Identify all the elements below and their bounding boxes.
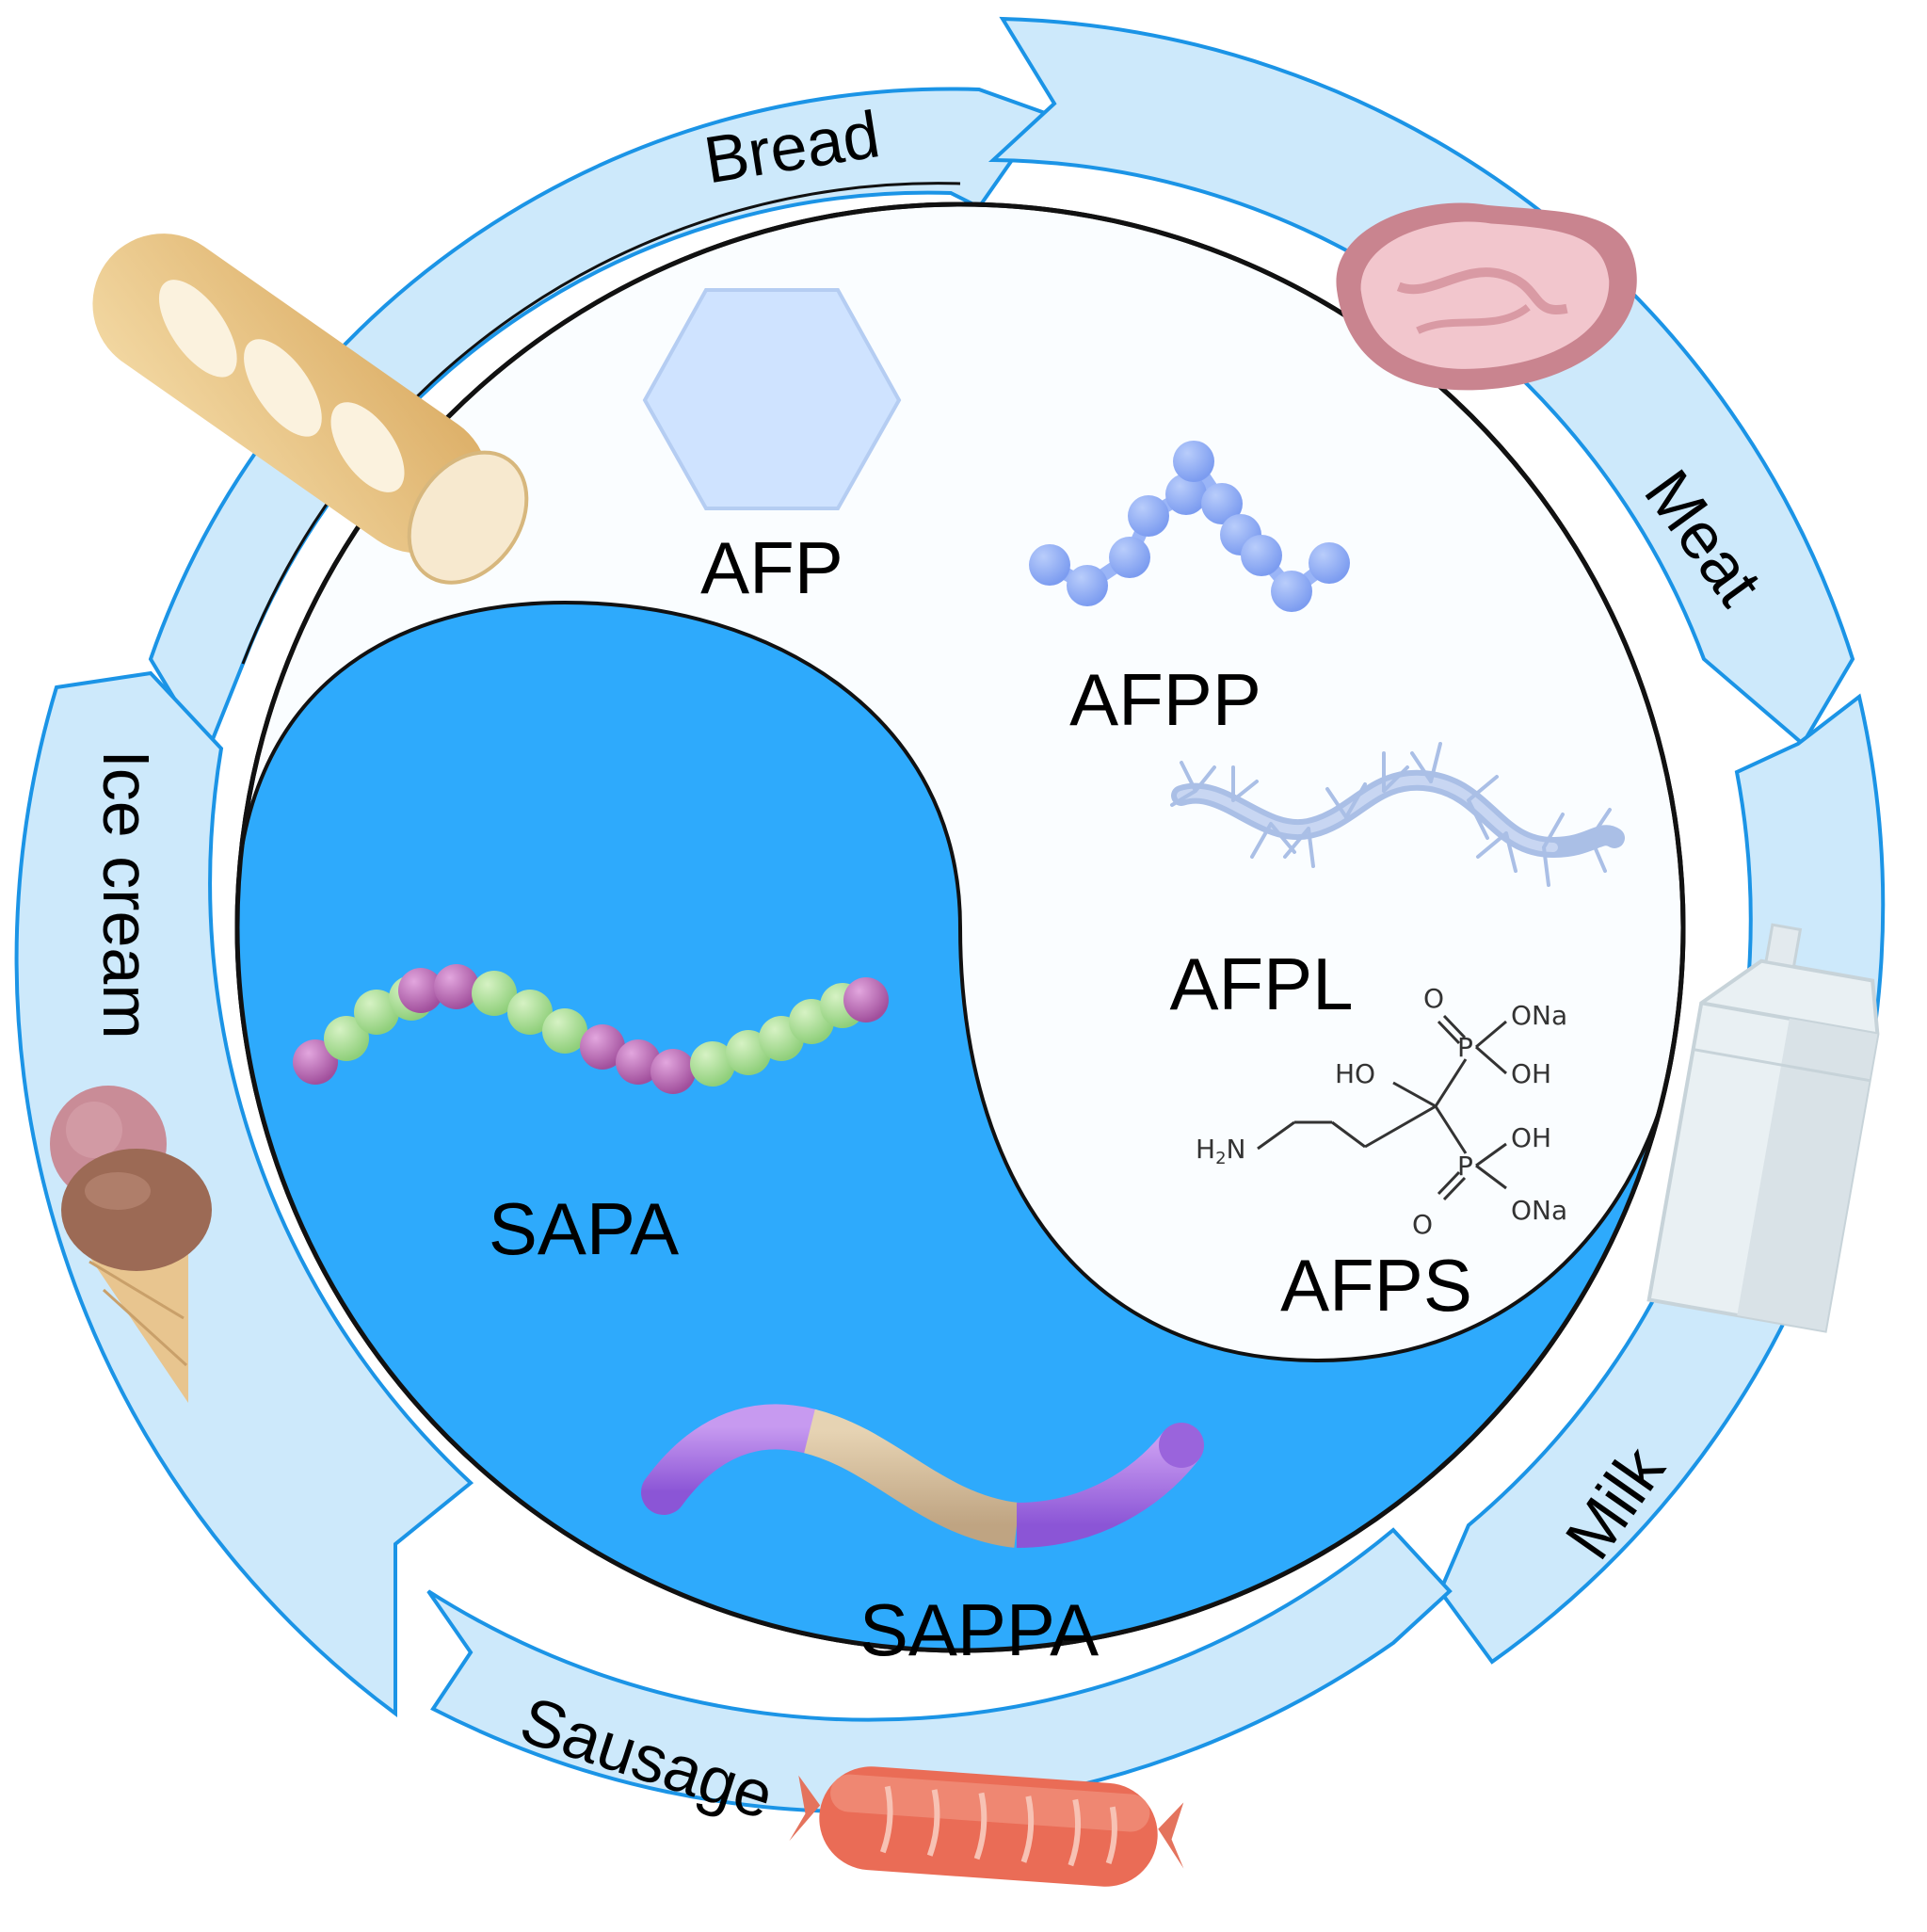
milk-carton-icon bbox=[1646, 923, 1880, 1333]
ring-segment-meat bbox=[988, 16, 1855, 748]
baguette-icon bbox=[92, 233, 529, 585]
chem-oh-bottom: OH bbox=[1511, 1122, 1551, 1153]
chem-ho: HO bbox=[1335, 1058, 1375, 1089]
block-copolymer-icon bbox=[641, 1404, 1204, 1548]
chem-ona-top: ONa bbox=[1511, 1000, 1567, 1031]
compound-label-afps: AFPS bbox=[1280, 1244, 1472, 1327]
chem-o-bottom: O bbox=[1412, 1209, 1433, 1240]
compound-label-afp: AFP bbox=[700, 526, 843, 609]
chem-p-bottom: P bbox=[1457, 1151, 1473, 1182]
compound-label-afpp: AFPP bbox=[1069, 658, 1261, 741]
yin-yang-blue-region bbox=[237, 603, 1683, 1650]
hexagon-icon bbox=[642, 288, 902, 510]
bead-chain-icon bbox=[293, 964, 889, 1094]
chem-h2n: H2N bbox=[1196, 1134, 1245, 1168]
peptide-chain-icon bbox=[1029, 441, 1350, 612]
chem-o-top: O bbox=[1423, 983, 1444, 1014]
chemical-structure-icon: O ONa P HO OH OH P ONa O H2N bbox=[1196, 983, 1567, 1240]
chem-p-top: P bbox=[1457, 1032, 1473, 1063]
ring-segment-ice-cream bbox=[14, 670, 474, 1717]
compound-label-sappa: SAPPA bbox=[859, 1588, 1099, 1671]
chem-ona-bottom: ONa bbox=[1511, 1195, 1567, 1226]
ring-label-ice-cream: Ice cream bbox=[89, 749, 163, 1038]
sausage-icon bbox=[789, 1766, 1184, 1887]
compound-label-afpl: AFPL bbox=[1169, 942, 1353, 1025]
ice-cream-cone-icon bbox=[50, 1086, 212, 1403]
branched-polymer-icon bbox=[1170, 742, 1625, 887]
chem-oh-top: OH bbox=[1511, 1058, 1551, 1089]
yin-yang-divider bbox=[237, 600, 1683, 1363]
inner-circle-outline bbox=[234, 201, 1686, 1653]
meat-steak-icon bbox=[1336, 202, 1637, 391]
inner-rim-line bbox=[241, 182, 961, 665]
compound-label-sapa: SAPA bbox=[489, 1187, 679, 1270]
